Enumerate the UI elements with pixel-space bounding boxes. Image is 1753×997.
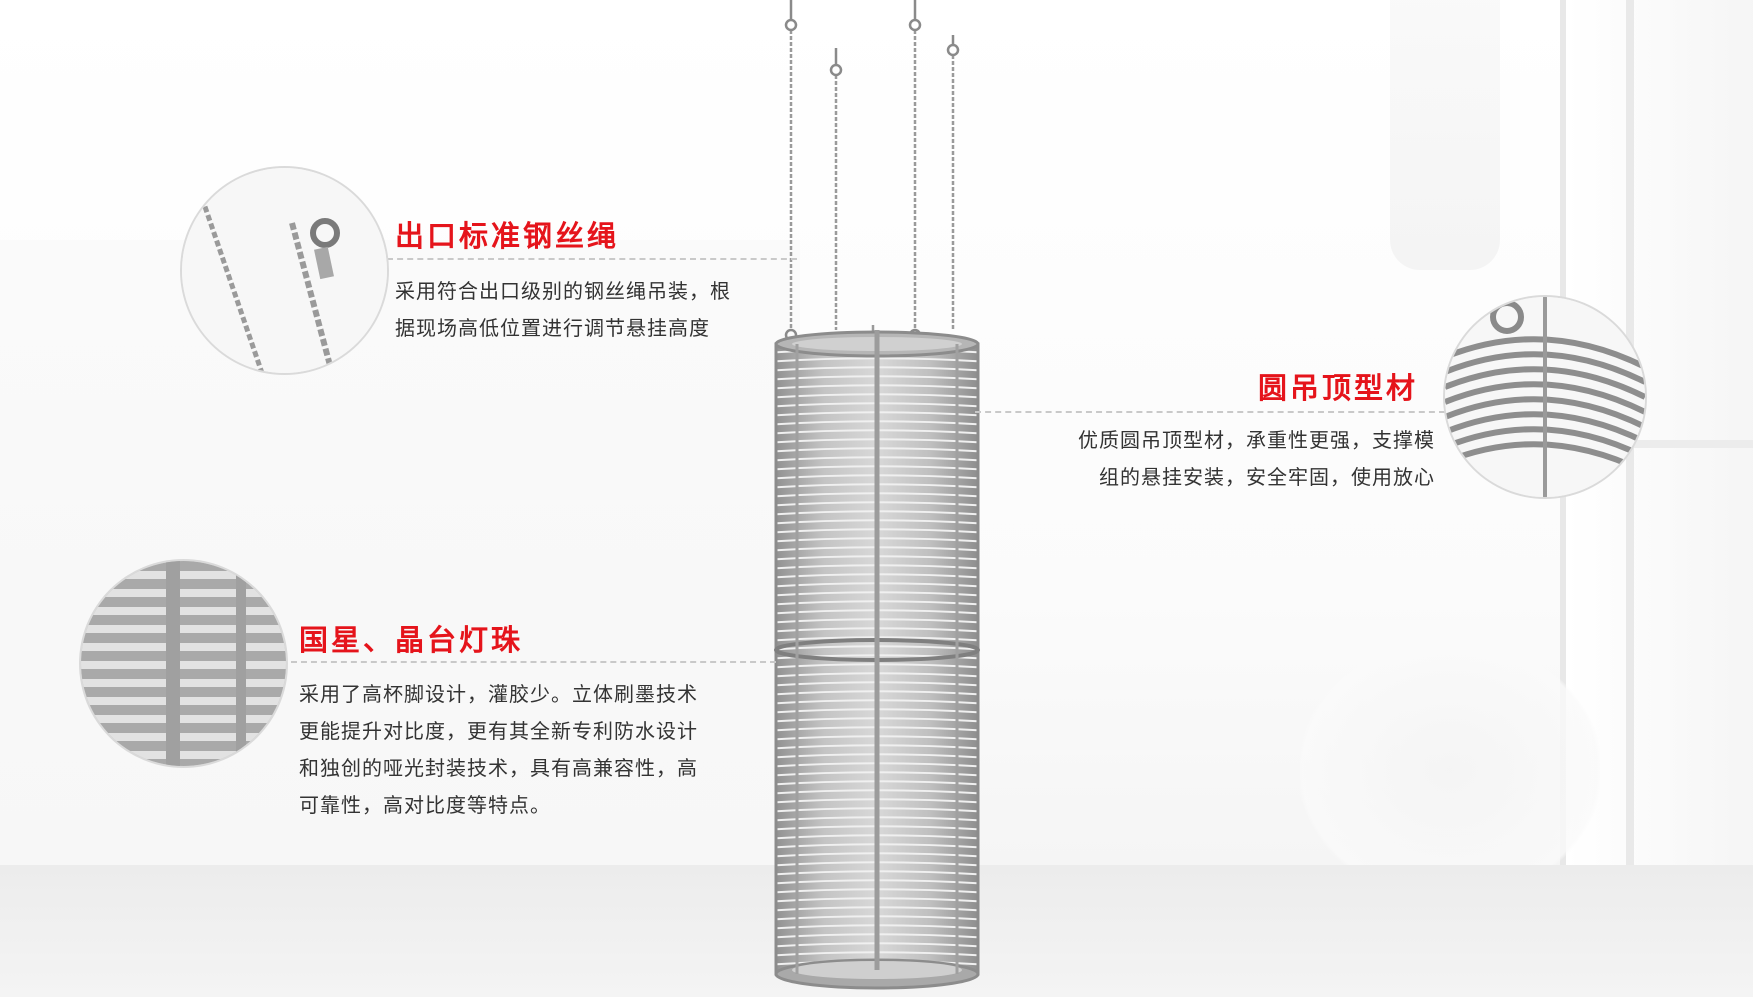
callout-text-line: 和独创的哑光封装技术，具有高兼容性，高 — [299, 756, 698, 780]
callout-title-wire-rope: 出口标准钢丝绳 — [395, 219, 620, 253]
callout-text-line: 组的悬挂安装，安全牢固，使用放心 — [1099, 465, 1435, 489]
callout-text-wire-rope: 采用符合出口级别的钢丝绳吊装，根 据现场高低位置进行调节悬挂高度 — [395, 273, 731, 347]
callout-text-line: 优质圆吊顶型材，承重性更强，支撑模 — [1078, 428, 1435, 452]
callout-text-line: 更能提升对比度，更有其全新专利防水设计 — [299, 719, 698, 743]
suspension-wires-icon — [784, 0, 960, 345]
background-lamp — [1390, 0, 1500, 270]
callout-text-line: 据现场高低位置进行调节悬挂高度 — [395, 316, 710, 340]
callout-text-line: 采用了高杯脚设计，灌胶少。立体刷墨技术 — [299, 682, 698, 706]
background-sofa — [1300, 640, 1600, 900]
callout-text-led-beads: 采用了高杯脚设计，灌胶少。立体刷墨技术 更能提升对比度，更有其全新专利防水设计 … — [299, 676, 698, 824]
callout-text-line: 可靠性，高对比度等特点。 — [299, 793, 551, 817]
cylindrical-led-screen-icon — [774, 330, 980, 990]
wire-rope-closeup-icon — [182, 168, 387, 373]
background-wall — [0, 240, 800, 865]
callout-text-line: 采用符合出口级别的钢丝绳吊装，根 — [395, 279, 731, 303]
ceiling-profile-closeup-icon — [1445, 297, 1645, 497]
connector-line-wire — [387, 258, 797, 260]
callout-title-ceiling-profile: 圆吊顶型材 — [1258, 371, 1419, 405]
connector-line-profile — [975, 411, 1445, 413]
led-bead-closeup-icon — [81, 561, 286, 766]
callout-title-led-beads: 国星、晶台灯珠 — [299, 623, 524, 657]
connector-line-led — [291, 661, 776, 663]
callout-text-ceiling-profile: 优质圆吊顶型材，承重性更强，支撑模 组的悬挂安装，安全牢固，使用放心 — [1030, 422, 1435, 496]
